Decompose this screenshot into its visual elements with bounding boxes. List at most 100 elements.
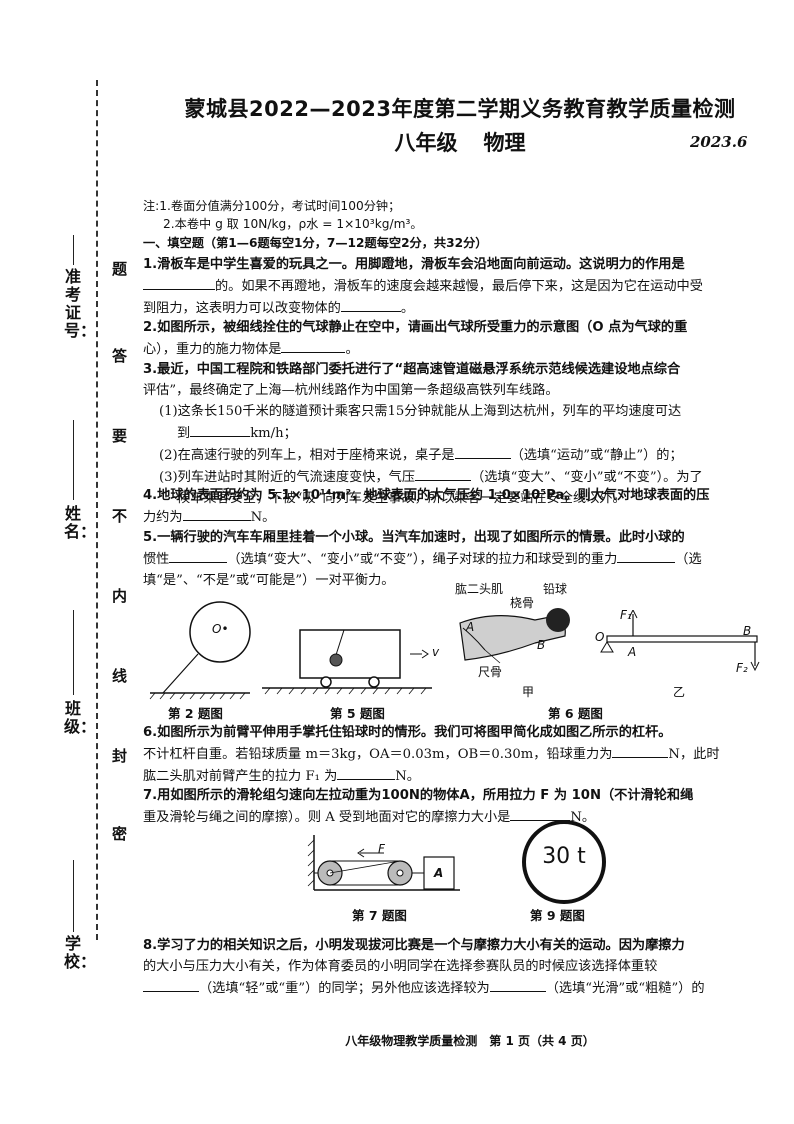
answer-blank[interactable] bbox=[510, 806, 571, 821]
figure-9-weight-limit-sign bbox=[522, 820, 606, 904]
q3-line-7: 候车乘客安全，不被“吸”向列车发生事故，所以乘客一定要站在安全线以外。 bbox=[177, 491, 626, 506]
caption-fig-9: 第 9 题图 bbox=[530, 908, 585, 923]
field-school: 学校： bbox=[64, 934, 97, 971]
answer-blank[interactable] bbox=[169, 548, 228, 563]
answer-blank[interactable] bbox=[182, 506, 251, 521]
q1-text-2: 的。如果不再蹬地，滑板车的速度会越来越慢，最后停下来，这是因为它在运动中受 bbox=[215, 279, 703, 294]
seal-dashed-line bbox=[96, 80, 98, 940]
q5-line-2: 惯性 （选填“变大”、“变小”或“不变”），绳子对球的拉力和球受到的重力 （选 bbox=[143, 548, 773, 570]
field-class-line bbox=[73, 610, 74, 695]
exam-title: 蒙城县2022—2023年度第二学期义务教育教学质量检测 bbox=[184, 97, 736, 121]
answer-blank[interactable] bbox=[454, 444, 511, 459]
fig6-point-a: A bbox=[466, 620, 475, 634]
seal-word: 封 bbox=[112, 747, 128, 765]
question-8: 8.学习了力的相关知识之后，小明发现拔河比赛是一个与摩擦力大小有关的运动。因为摩… bbox=[143, 935, 773, 999]
q6-text-2b: N，此时 bbox=[668, 747, 720, 762]
q6-text-3b: N。 bbox=[395, 769, 420, 784]
question-3: 3.最近，中国工程院和铁路部门委托进行了“超高速管道磁悬浮系统示范线候选建设地点… bbox=[143, 359, 773, 509]
question-6: 6.如图所示为前臂平伸用手掌托住铅球时的情形。我们可将图甲简化成如图乙所示的杠杆… bbox=[143, 722, 773, 787]
note-2: 2.本卷中 g 取 10N/kg，ρ水 = 1×10³kg/m³。 bbox=[163, 217, 423, 231]
field-exam-number-line bbox=[73, 235, 74, 265]
q7-text-2a: 重及滑轮与绳之间的摩擦）。则 A 受到地面对它的摩擦力大小是 bbox=[143, 810, 511, 825]
q1-line-3: 到阻力，这表明力可以改变物体的。 bbox=[143, 297, 773, 319]
q5-line-3: 填“是”、“不是”或“可能是”）一对平衡力。 bbox=[143, 573, 395, 588]
q3-line-3: (1)这条长150千米的隧道预计乘客只需15分钟就能从上海到达杭州，列车的平均速… bbox=[159, 404, 682, 419]
q5-text-2c: （选 bbox=[675, 552, 702, 567]
q8-line-2: 的大小与压力大小有关，作为体育委员的小明同学在选择参赛队员的时候应该选择体重较 bbox=[143, 959, 658, 974]
q3-line-5: (2)在高速行驶的列车上，相对于座椅来说，桌子是（选填“运动”或“静止”）的； bbox=[143, 444, 773, 466]
seal-word: 内 bbox=[112, 587, 128, 605]
answer-blank[interactable] bbox=[612, 743, 669, 758]
fig6-force-f1: F₁ bbox=[620, 608, 632, 622]
seal-word: 要 bbox=[112, 427, 128, 445]
fig6-ulna-label: 尺骨 bbox=[478, 665, 503, 679]
q1-line-1: 1.滑板车是中学生喜爱的玩具之一。用脚蹬地，滑板车会沿地面向前运动。这说明力的作… bbox=[143, 257, 685, 272]
answer-blank[interactable] bbox=[489, 977, 546, 992]
fig6-biceps-label: 肱二头肌 bbox=[455, 582, 504, 596]
q5-text-2a: 惯性 bbox=[143, 552, 170, 567]
q1-text-3: 到阻力，这表明力可以改变物体的 bbox=[143, 301, 341, 316]
caption-fig-5: 第 5 题图 bbox=[330, 706, 385, 721]
fig6-jia-label: 甲 bbox=[522, 685, 535, 699]
section-1-heading: 一、填空题（第1—6题每空1分，7—12题每空2分，共32分） bbox=[143, 236, 488, 250]
q8-line-1: 8.学习了力的相关知识之后，小明发现拔河比赛是一个与摩擦力大小有关的运动。因为摩… bbox=[143, 938, 685, 953]
seal-word: 不 bbox=[112, 507, 128, 525]
q6-line-3: 肱二头肌对前臂产生的拉力 F₁ 为 N。 bbox=[143, 765, 773, 787]
field-name-line bbox=[73, 420, 74, 500]
fig7-force-label: F bbox=[378, 842, 385, 856]
exam-date: 2023.6 bbox=[690, 133, 748, 151]
fig6-lever-b: B bbox=[743, 624, 752, 638]
question-7: 7.用如图所示的滑轮组匀速向左拉动重为100N的物体A，所用拉力 F 为 10N… bbox=[143, 785, 773, 828]
caption-fig-2: 第 2 题图 bbox=[168, 706, 223, 721]
question-4: 4.地球的表面积约为 5.1×10¹⁴m²，地球表面的大气压约 1.0×10⁵P… bbox=[143, 485, 773, 528]
answer-blank[interactable] bbox=[415, 466, 472, 481]
field-name: 姓名： bbox=[64, 504, 97, 541]
fig5-velocity-label: v bbox=[432, 645, 440, 659]
answer-blank[interactable] bbox=[617, 548, 676, 563]
q3-text-4a: 到 bbox=[177, 426, 191, 441]
subject-label: 物理 bbox=[483, 131, 526, 155]
figure-6-lever bbox=[600, 610, 760, 672]
fig6-yi-label: 乙 bbox=[673, 685, 686, 699]
seal-word: 答 bbox=[112, 347, 128, 365]
q8-line-3: （选填“轻”或“重”）的同学；另外他应该选择较为（选填“光滑”或“粗糙”）的 bbox=[143, 977, 773, 999]
caption-fig-6: 第 6 题图 bbox=[548, 706, 603, 721]
q6-text-3a: 肱二头肌对前臂产生的拉力 F₁ 为 bbox=[143, 769, 338, 784]
grade-label: 八年级 bbox=[394, 131, 458, 155]
question-2: 2.如图所示，被细线拴住的气球静止在空中，请画出气球所受重力的示意图（O 点为气… bbox=[143, 317, 773, 360]
figure-7-pulley bbox=[307, 835, 460, 891]
q6-text-2a: 不计杠杆自重。若铅球质量 m＝3kg，OA＝0.03m，OB＝0.30m，铅球重… bbox=[143, 747, 613, 762]
answer-blank[interactable] bbox=[340, 297, 401, 312]
q3-text-4b: km/h； bbox=[250, 426, 297, 441]
q2-line-2: 心），重力的施力物体是。 bbox=[143, 338, 773, 360]
q4-line-1: 4.地球的表面积约为 5.1×10¹⁴m²，地球表面的大气压约 1.0×10⁵P… bbox=[143, 488, 710, 503]
answer-blank[interactable] bbox=[143, 275, 215, 290]
q5-text-2b: （选填“变大”、“变小”或“不变”），绳子对球的拉力和球受到的重力 bbox=[227, 552, 618, 567]
answer-blank[interactable] bbox=[337, 765, 396, 780]
q3-line-2: 评估”，最终确定了上海—杭州线路作为中国第一条超级高铁列车线路。 bbox=[143, 383, 559, 398]
seal-word: 题 bbox=[112, 260, 128, 278]
answer-blank[interactable] bbox=[281, 338, 346, 353]
fig2-center-label: O• bbox=[212, 622, 229, 636]
q2-line-1: 2.如图所示，被细线拴住的气球静止在空中，请画出气球所受重力的示意图（O 点为气… bbox=[143, 320, 688, 335]
fig6-lever-o: O bbox=[595, 630, 605, 644]
q6-line-1: 6.如图所示为前臂平伸用手掌托住铅球时的情形。我们可将图甲简化成如图乙所示的杠杆… bbox=[143, 725, 672, 740]
q8-text-3a: （选填“轻”或“重”）的同学；另外他应该选择较为 bbox=[199, 981, 490, 996]
fig6-point-b: B bbox=[537, 638, 546, 652]
q2-text-2: 心），重力的施力物体是 bbox=[143, 342, 282, 357]
q3-text-5b: （选填“运动”或“静止”）的； bbox=[510, 448, 683, 463]
fig6-ball-label: 铅球 bbox=[543, 582, 568, 596]
field-exam-number: 准考证号： bbox=[64, 267, 97, 340]
page-footer: 八年级物理教学质量检测 第 1 页（共 4 页） bbox=[345, 1034, 595, 1048]
exam-subtitle: 八年级 物理 bbox=[160, 127, 760, 157]
answer-blank[interactable] bbox=[190, 422, 251, 437]
seal-word: 线 bbox=[112, 667, 128, 685]
field-class: 班级： bbox=[64, 699, 97, 736]
figure-6-arm bbox=[459, 608, 570, 664]
answer-blank[interactable] bbox=[143, 977, 199, 992]
fig6-radius-label: 桡骨 bbox=[510, 596, 535, 610]
q3-text-6b: （选填“变大”、“变小”或“不变”）。为了 bbox=[471, 470, 703, 485]
